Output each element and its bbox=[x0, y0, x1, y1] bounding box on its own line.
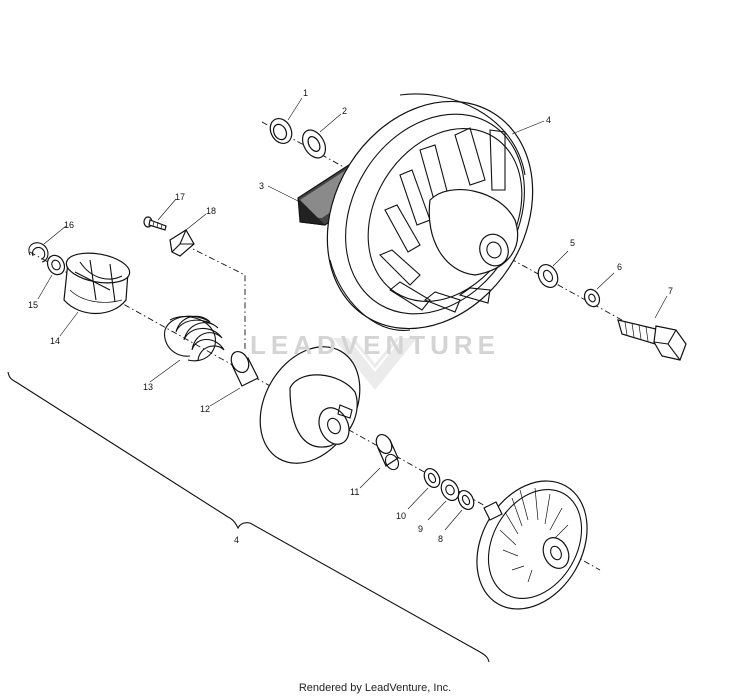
assembly-bracket-4 bbox=[7, 371, 490, 663]
callout-8: 8 bbox=[438, 534, 443, 544]
callout-18: 18 bbox=[206, 206, 216, 216]
part-17-screw[interactable] bbox=[143, 198, 177, 231]
callout-4-assembly: 4 bbox=[234, 535, 239, 545]
callout-5: 5 bbox=[570, 238, 575, 248]
watermark: LEADVENTURE bbox=[0, 330, 750, 361]
footer-credit: Rendered by LeadVenture, Inc. bbox=[298, 682, 452, 694]
callout-10: 10 bbox=[396, 511, 406, 521]
callout-14: 14 bbox=[50, 336, 60, 346]
driven-moveable-sheave[interactable] bbox=[240, 329, 380, 481]
callout-12: 12 bbox=[200, 404, 210, 414]
part-12-spacer[interactable] bbox=[209, 349, 259, 407]
leadventure-logo-icon bbox=[333, 337, 417, 390]
callout-2: 2 bbox=[342, 106, 347, 116]
callout-1: 1 bbox=[303, 88, 308, 98]
part-16-snap-ring[interactable] bbox=[28, 225, 67, 263]
callout-13: 13 bbox=[143, 382, 153, 392]
part-4-drive-sheave[interactable] bbox=[286, 63, 574, 367]
part-18-slider[interactable] bbox=[169, 213, 207, 257]
part-7-bolt[interactable] bbox=[617, 295, 687, 361]
callout-6: 6 bbox=[617, 262, 622, 272]
callout-17: 17 bbox=[175, 192, 185, 202]
part-14-cam[interactable] bbox=[59, 249, 132, 337]
callout-9: 9 bbox=[418, 524, 423, 534]
part-1-bushing[interactable] bbox=[266, 97, 303, 147]
callout-4: 4 bbox=[546, 115, 551, 125]
part-5-washer[interactable] bbox=[534, 250, 569, 291]
driven-fixed-sheave[interactable] bbox=[455, 461, 610, 629]
callout-labels: 1 2 3 4 5 6 7 8 9 10 11 12 13 14 15 16 1… bbox=[28, 88, 673, 545]
callout-15: 15 bbox=[28, 300, 38, 310]
part-2-washer[interactable] bbox=[298, 113, 342, 162]
part-9-washer[interactable] bbox=[427, 477, 462, 521]
part-10-washer[interactable] bbox=[407, 466, 443, 510]
part-11-bushing[interactable] bbox=[359, 432, 401, 489]
callout-11: 11 bbox=[350, 487, 359, 497]
part-15-washer[interactable] bbox=[37, 252, 68, 300]
callout-16: 16 bbox=[64, 220, 74, 230]
part-8-washer[interactable] bbox=[444, 488, 477, 531]
callout-7: 7 bbox=[668, 286, 673, 296]
part-6-lock-washer[interactable] bbox=[582, 272, 615, 309]
fixed-sheave-fins bbox=[499, 487, 569, 583]
watermark-text: LEADVENTURE bbox=[249, 330, 500, 360]
part-13-spring[interactable] bbox=[149, 315, 225, 383]
callout-3: 3 bbox=[259, 181, 264, 191]
